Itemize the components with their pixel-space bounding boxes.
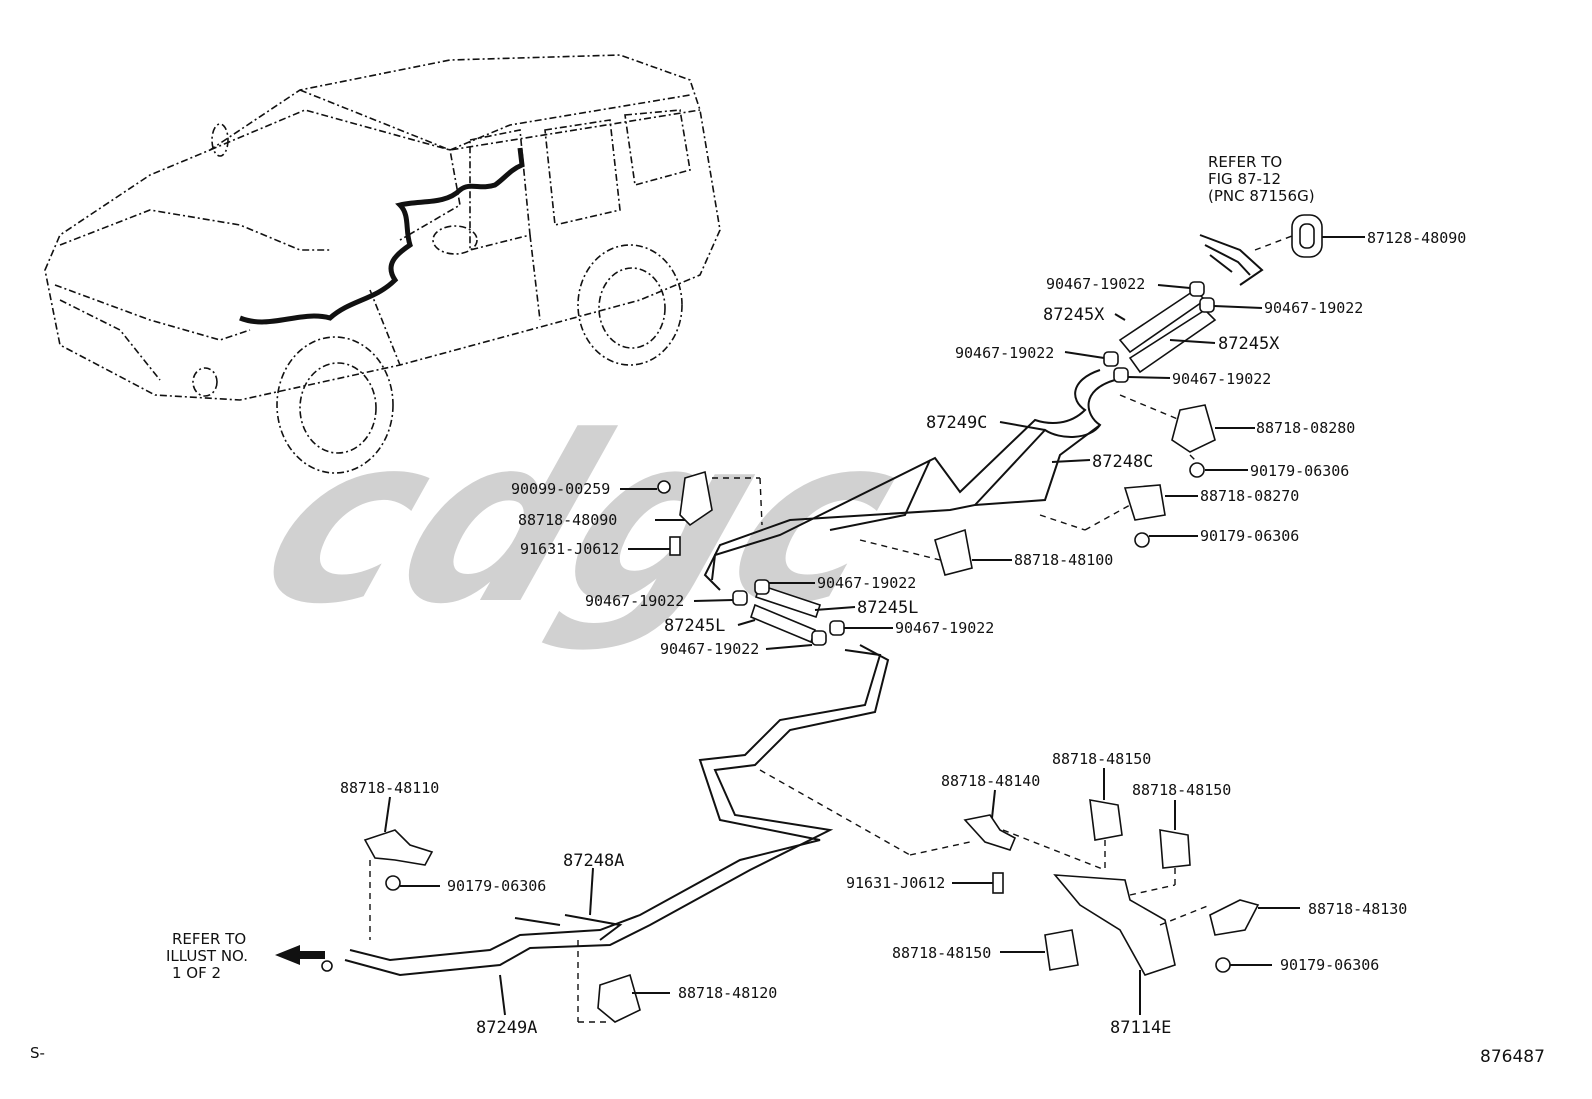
label-90467-19022-c: 90467-19022 (955, 344, 1054, 362)
grommet-inner (1299, 223, 1315, 249)
label-87248c: 87248C (1092, 452, 1153, 472)
label-90467-19022-d: 90467-19022 (1172, 370, 1271, 388)
hose-stubs (1199, 234, 1264, 286)
label-87245l-a: 87245L (857, 598, 918, 618)
label-91631-j0612-b: 91631-J0612 (846, 874, 945, 892)
label-87114e: 87114E (1110, 1018, 1171, 1038)
label-90467-19022-a: 90467-19022 (1046, 275, 1145, 293)
label-88718-48120: 88718-48120 (678, 984, 777, 1002)
leader-lines (384, 236, 1365, 1016)
label-87245x-a: 87245X (1043, 305, 1105, 325)
label-90179-06306-b: 90179-06306 (1200, 527, 1299, 545)
lower-right-bracket-group (759, 769, 1260, 976)
label-87245l-b: 87245L (664, 616, 725, 636)
label-87249a: 87249A (476, 1018, 537, 1038)
vehicle-illustration (44, 54, 721, 474)
label-87249c: 87249C (926, 413, 987, 433)
label-90467-19022-g: 90467-19022 (895, 619, 994, 637)
label-88718-48150-a: 88718-48150 (1052, 750, 1151, 768)
label-88718-48130: 88718-48130 (1308, 900, 1407, 918)
label-90467-19022-b: 90467-19022 (1264, 299, 1363, 317)
label-87128-48090: 87128-48090 (1367, 229, 1466, 247)
footer-left-code: S- (30, 1044, 45, 1062)
label-88718-08270: 88718-08270 (1200, 487, 1299, 505)
left-clamp-group (657, 470, 763, 556)
label-88718-48150-b: 88718-48150 (1132, 781, 1231, 799)
label-87245x-b: 87245X (1218, 334, 1280, 354)
refer-illust-line-3: 1 OF 2 (172, 964, 221, 982)
upper-right-clips (859, 394, 1216, 576)
label-87248a: 87248A (563, 851, 624, 871)
lower-left-clamps (363, 829, 641, 1023)
label-88718-48100: 88718-48100 (1014, 551, 1113, 569)
refer-illust-line-1: REFER TO (172, 930, 246, 948)
label-90467-19022-h: 90467-19022 (660, 640, 759, 658)
label-88718-48110: 88718-48110 (340, 779, 439, 797)
label-90467-19022-e: 90467-19022 (817, 574, 916, 592)
label-90179-06306-c: 90179-06306 (447, 877, 546, 895)
illustration-number: 876487 (1480, 1047, 1545, 1067)
label-88718-08280: 88718-08280 (1256, 419, 1355, 437)
refer-fig-line-1: REFER TO (1208, 153, 1282, 171)
refer-arrow-icon (275, 945, 325, 965)
middle-hose-assembly (344, 579, 890, 977)
refer-illust-line-2: ILLUST NO. (166, 947, 248, 965)
label-90099-00259: 90099-00259 (511, 480, 610, 498)
refer-fig-line-3: (PNC 87156G) (1208, 187, 1315, 205)
refer-fig-note: REFER TO FIG 87-12 (PNC 87156G) (1208, 153, 1315, 205)
label-90179-06306-d: 90179-06306 (1280, 956, 1379, 974)
label-88718-48140: 88718-48140 (941, 772, 1040, 790)
label-91631-j0612-a: 91631-J0612 (520, 540, 619, 558)
label-88718-48090: 88718-48090 (518, 511, 617, 529)
label-90467-19022-f: 90467-19022 (585, 592, 684, 610)
label-90179-06306-a: 90179-06306 (1250, 462, 1349, 480)
label-88718-48150-c: 88718-48150 (892, 944, 991, 962)
refer-fig-line-2: FIG 87-12 (1208, 170, 1281, 188)
refer-illust-note: REFER TO ILLUST NO. 1 OF 2 (166, 930, 248, 982)
